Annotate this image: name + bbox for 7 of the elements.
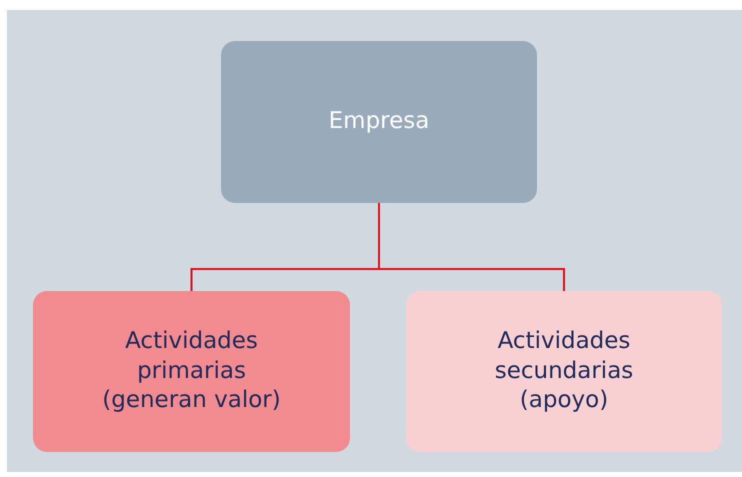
box-label: Actividades secundarias (apoyo)	[494, 326, 634, 416]
org-box	[221, 41, 537, 203]
connector-line	[378, 203, 565, 291]
org-box	[406, 291, 722, 452]
box-label: Actividades primarias (generan valor)	[101, 326, 282, 416]
org-box	[33, 291, 350, 452]
box-label: Empresa	[328, 107, 430, 136]
